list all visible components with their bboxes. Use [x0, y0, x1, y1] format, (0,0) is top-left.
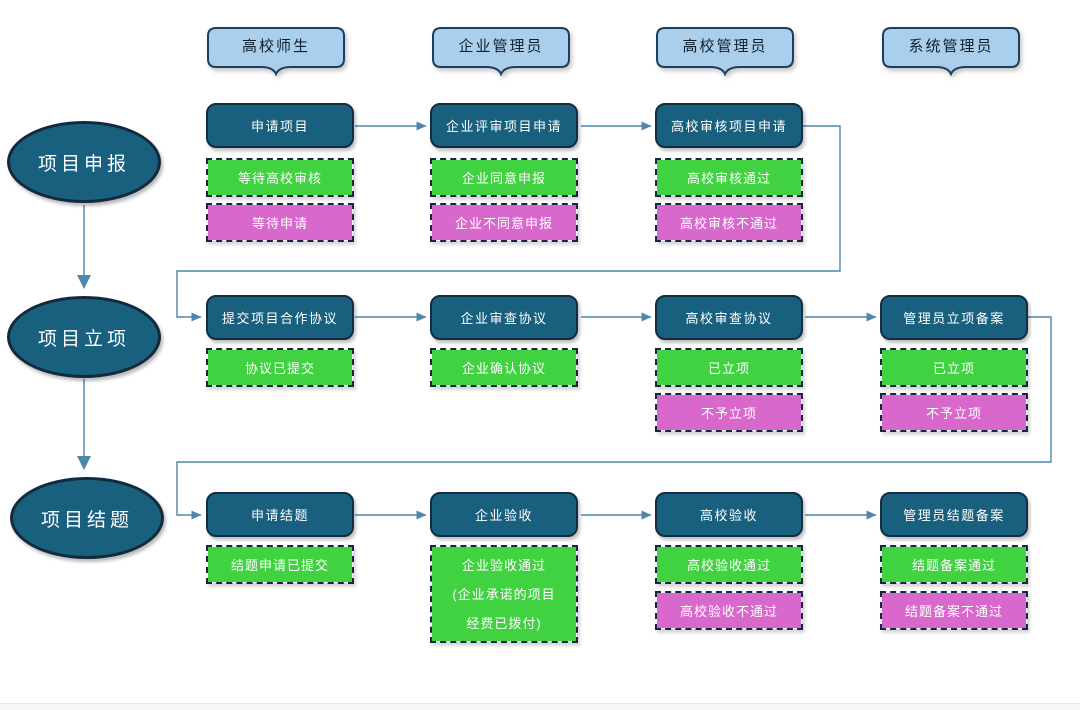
lane-header-shape — [882, 27, 1020, 77]
lane-header-university-admin: 高校管理员 — [656, 27, 794, 77]
step-box-3-1: 申请结题 — [206, 492, 354, 537]
status-line: (企业承诺的项目 — [452, 586, 556, 602]
status-pink-1-1: 等待申请 — [206, 203, 354, 242]
status-pink-2-3: 不予立项 — [655, 393, 803, 432]
status-green-2-1: 协议已提交 — [206, 348, 354, 387]
status-pink-3-4: 结题备案不通过 — [880, 591, 1028, 630]
status-line: 经费已拨付) — [466, 615, 542, 631]
step-box-1-1: 申请项目 — [206, 103, 354, 148]
step-box-2-1: 提交项目合作协议 — [206, 295, 354, 340]
lane-header-shape — [207, 27, 345, 77]
status-green-3-2: 企业验收通过 (企业承诺的项目 经费已拨付) — [430, 545, 578, 643]
status-pink-2-4: 不予立项 — [880, 393, 1028, 432]
lane-header-label: 系统管理员 — [908, 38, 994, 55]
step-box-3-2: 企业验收 — [430, 492, 578, 537]
status-green-3-4: 结题备案通过 — [880, 545, 1028, 584]
lane-header-university-students: 高校师生 — [207, 27, 345, 77]
phase-ellipse-conclusion: 项目结题 — [10, 477, 164, 559]
phase-ellipse-application: 项目申报 — [7, 121, 161, 203]
status-pink-1-2: 企业不同意申报 — [430, 203, 578, 242]
step-box-2-2: 企业审查协议 — [430, 295, 578, 340]
lane-header-label: 高校管理员 — [682, 38, 768, 55]
step-box-2-4: 管理员立项备案 — [880, 295, 1028, 340]
status-green-2-2: 企业确认协议 — [430, 348, 578, 387]
status-line: 企业验收通过 — [461, 557, 546, 573]
status-pink-3-3: 高校验收不通过 — [655, 591, 803, 630]
lane-header-shape — [432, 27, 570, 77]
lane-header-label: 企业管理员 — [458, 38, 544, 55]
status-green-1-2: 企业同意申报 — [430, 158, 578, 197]
status-pink-1-3: 高校审核不通过 — [655, 203, 803, 242]
lane-header-enterprise-admin: 企业管理员 — [432, 27, 570, 77]
status-green-1-1: 等待高校审核 — [206, 158, 354, 197]
status-green-1-3: 高校审核通过 — [655, 158, 803, 197]
lane-header-label: 高校师生 — [241, 38, 310, 55]
page-bottom-strip — [0, 703, 1080, 710]
step-box-2-3: 高校审查协议 — [655, 295, 803, 340]
status-green-3-1: 结题申请已提交 — [206, 545, 354, 584]
status-green-2-3: 已立项 — [655, 348, 803, 387]
status-green-3-3: 高校验收通过 — [655, 545, 803, 584]
step-box-3-3: 高校验收 — [655, 492, 803, 537]
step-box-1-2: 企业评审项目申请 — [430, 103, 578, 148]
status-green-2-4: 已立项 — [880, 348, 1028, 387]
lane-header-system-admin: 系统管理员 — [882, 27, 1020, 77]
phase-ellipse-approval: 项目立项 — [7, 296, 161, 378]
lane-header-shape — [656, 27, 794, 77]
step-box-3-4: 管理员结题备案 — [880, 492, 1028, 537]
step-box-1-3: 高校审核项目申请 — [655, 103, 803, 148]
